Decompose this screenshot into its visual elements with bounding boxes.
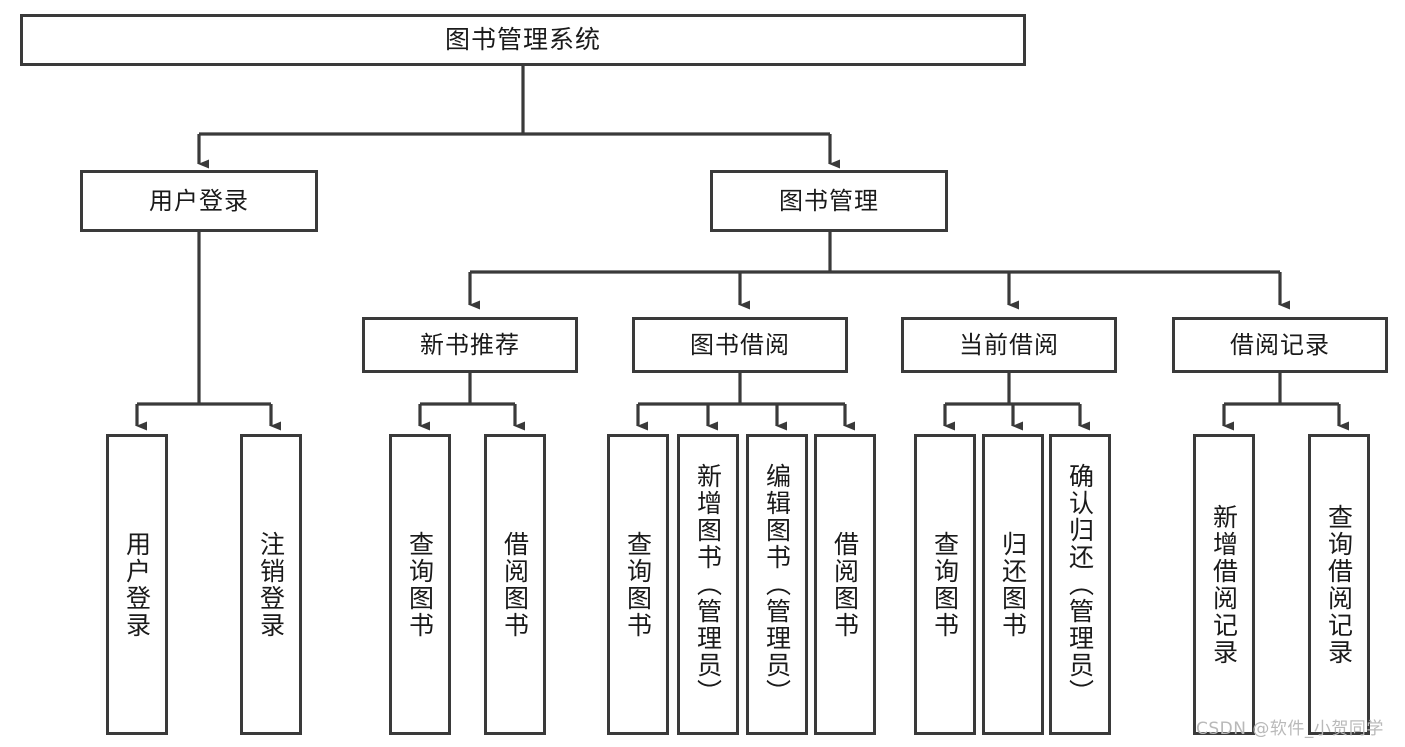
leaf-query-record[interactable]: 查询借阅记录: [1308, 434, 1370, 735]
node-borrow-record[interactable]: 借阅记录: [1172, 317, 1388, 373]
node-new-book-recommend[interactable]: 新书推荐: [362, 317, 578, 373]
leaf-query-book-3[interactable]: 查询图书: [914, 434, 976, 735]
node-new-book-recommend-label: 新书推荐: [420, 330, 520, 359]
leaf-user-login[interactable]: 用户登录: [106, 434, 168, 735]
node-current-borrow[interactable]: 当前借阅: [901, 317, 1117, 373]
node-borrow-record-label: 借阅记录: [1230, 330, 1330, 359]
leaf-add-book[interactable]: 新增图书（管理员）: [677, 434, 739, 735]
watermark: CSDN @软件_小贺同学: [1196, 719, 1384, 739]
node-user-login-label: 用户登录: [149, 186, 249, 215]
node-book-borrow-label: 图书借阅: [690, 330, 790, 359]
leaf-return-book-label: 归还图书: [998, 530, 1028, 639]
leaf-logout-login-label: 注销登录: [256, 530, 286, 639]
leaf-logout-login[interactable]: 注销登录: [240, 434, 302, 735]
node-root-label: 图书管理系统: [444, 25, 601, 55]
leaf-query-book-1-label: 查询图书: [405, 530, 435, 639]
leaf-confirm-return-label: 确认归还（管理员）: [1065, 463, 1095, 706]
leaf-add-record-label: 新增借阅记录: [1209, 503, 1239, 666]
leaf-confirm-return[interactable]: 确认归还（管理员）: [1049, 434, 1111, 735]
node-book-borrow[interactable]: 图书借阅: [632, 317, 848, 373]
node-book-manage[interactable]: 图书管理: [710, 170, 948, 232]
node-root[interactable]: 图书管理系统: [20, 14, 1026, 66]
leaf-borrow-book-2[interactable]: 借阅图书: [814, 434, 876, 735]
node-book-manage-label: 图书管理: [779, 186, 879, 215]
node-user-login[interactable]: 用户登录: [80, 170, 318, 232]
leaf-query-book-2-label: 查询图书: [623, 530, 653, 639]
leaf-add-book-label: 新增图书（管理员）: [693, 463, 723, 706]
leaf-query-book-3-label: 查询图书: [930, 530, 960, 639]
leaf-borrow-book-2-label: 借阅图书: [830, 530, 860, 639]
leaf-return-book[interactable]: 归还图书: [982, 434, 1044, 735]
leaf-query-book-2[interactable]: 查询图书: [607, 434, 669, 735]
node-current-borrow-label: 当前借阅: [959, 330, 1059, 359]
leaf-query-book-1[interactable]: 查询图书: [389, 434, 451, 735]
leaf-edit-book-label: 编辑图书（管理员）: [762, 463, 792, 706]
leaf-borrow-book-1-label: 借阅图书: [500, 530, 530, 639]
leaf-user-login-label: 用户登录: [122, 530, 152, 639]
leaf-add-record[interactable]: 新增借阅记录: [1193, 434, 1255, 735]
leaf-query-record-label: 查询借阅记录: [1324, 503, 1354, 666]
leaf-borrow-book-1[interactable]: 借阅图书: [484, 434, 546, 735]
leaf-edit-book[interactable]: 编辑图书（管理员）: [746, 434, 808, 735]
